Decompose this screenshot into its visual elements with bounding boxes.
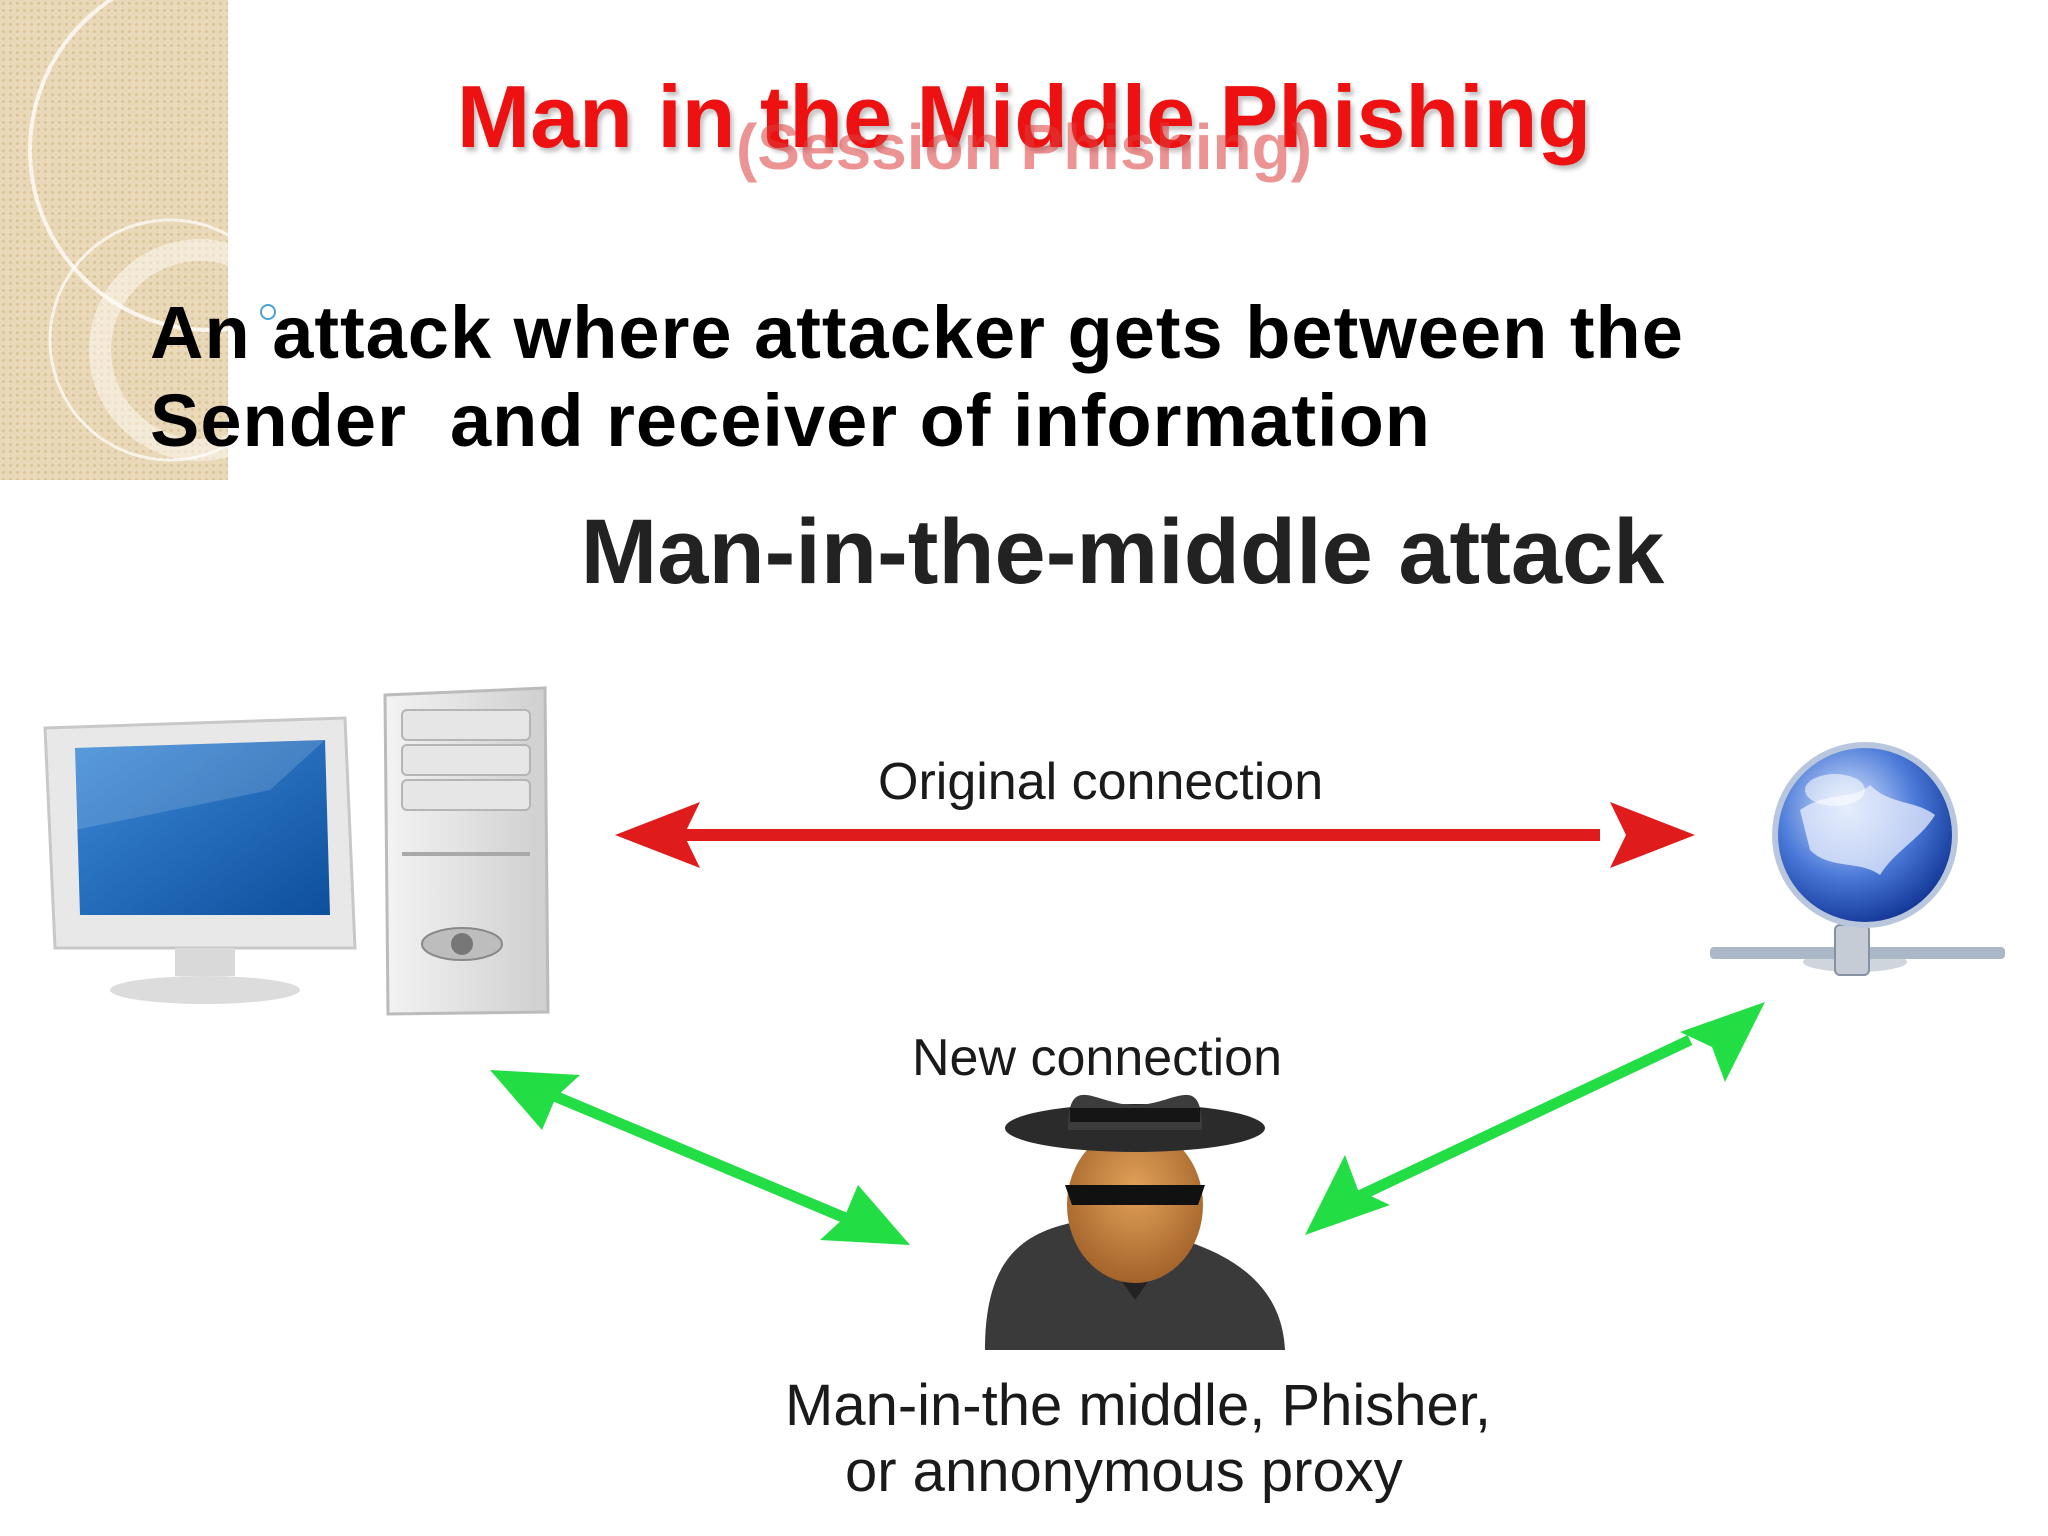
attacker-label-line-1: Man-in-the middle, Phisher, xyxy=(785,1373,1491,1438)
new-connection-arrow-left xyxy=(490,1070,910,1245)
decorative-panel xyxy=(0,0,228,480)
server-globe-icon xyxy=(1710,742,2005,976)
bullet-icon xyxy=(260,304,276,320)
slide-title: Man in the Middle Phishing xyxy=(456,67,1592,166)
new-connection-label: New connection xyxy=(912,1029,1282,1087)
original-connection-arrow xyxy=(615,802,1695,868)
original-connection-label: Original connection xyxy=(878,753,1324,811)
attacker-label-line-2: or annonymous proxy xyxy=(845,1439,1403,1504)
attacker-icon xyxy=(985,1094,1285,1350)
new-connection-arrow-right xyxy=(1305,1002,1765,1235)
diagram-heading: Man-in-the-middle attack xyxy=(580,501,1665,603)
body-text-line-1: An attack where attacker gets between th… xyxy=(150,291,1684,374)
computer-icon xyxy=(43,686,550,1016)
body-text-line-2: Sender and receiver of information xyxy=(150,379,1431,462)
slide-subtitle: (Session Phishing) xyxy=(735,111,1313,183)
